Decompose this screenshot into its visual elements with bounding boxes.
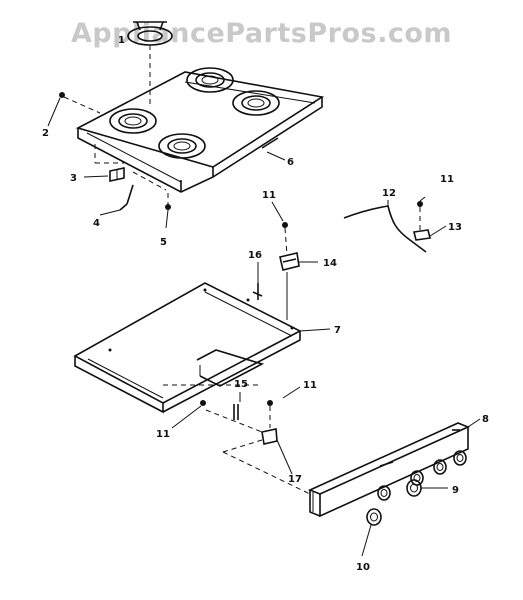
callout-14: 14	[323, 258, 337, 269]
callout-5: 5	[160, 237, 167, 248]
part-3-clip	[94, 144, 125, 182]
callout-10: 10	[356, 562, 370, 573]
callout-11-right: 11	[440, 174, 454, 185]
part-9-knob	[406, 479, 448, 497]
callout-2: 2	[42, 128, 49, 139]
callout-12: 12	[382, 188, 396, 199]
callouts: 1 2 3 4 5 6 7 8 9 10 11 11 11 11 12 13 1…	[42, 35, 489, 573]
callout-3: 3	[70, 173, 77, 184]
part-4-bracket	[119, 171, 167, 211]
callout-17: 17	[288, 474, 302, 485]
callout-16: 16	[248, 250, 262, 261]
part-14-bracket	[279, 222, 318, 320]
callout-13: 13	[448, 222, 462, 233]
callout-11-lower-left: 11	[156, 429, 170, 440]
cooktop-assembly	[59, 21, 325, 229]
part-16-clip	[252, 262, 263, 300]
callout-7: 7	[334, 325, 341, 336]
part-2-screw	[59, 92, 101, 114]
part-17-bracket	[205, 409, 311, 495]
burner-front-left	[109, 108, 157, 134]
part-1-element	[127, 21, 173, 108]
part-11-screw-lower-left	[171, 400, 206, 429]
leader-lines	[47, 97, 481, 428]
part-13-clip	[413, 201, 431, 241]
burner-rear-right	[232, 90, 280, 116]
callout-8: 8	[482, 414, 489, 425]
callout-11-upper: 11	[262, 190, 276, 201]
callout-15: 15	[234, 379, 248, 390]
part-12-wire	[343, 200, 427, 253]
part-7-base-pan	[73, 282, 302, 414]
part-10-knob	[361, 508, 382, 557]
part-11-screw-lower-right	[267, 400, 273, 428]
callout-1: 1	[118, 35, 125, 46]
callout-11-lower-right: 11	[303, 380, 317, 391]
callout-6: 6	[287, 157, 294, 168]
part-5-screw	[165, 193, 171, 229]
part-8-control-panel	[307, 422, 471, 518]
callout-4: 4	[93, 218, 100, 229]
callout-9: 9	[452, 485, 459, 496]
part-15-clip	[233, 392, 241, 420]
burner-front-right	[158, 133, 206, 159]
watermark: AppliancePartsPros.com	[70, 18, 453, 49]
burner-rear-left	[186, 67, 234, 93]
